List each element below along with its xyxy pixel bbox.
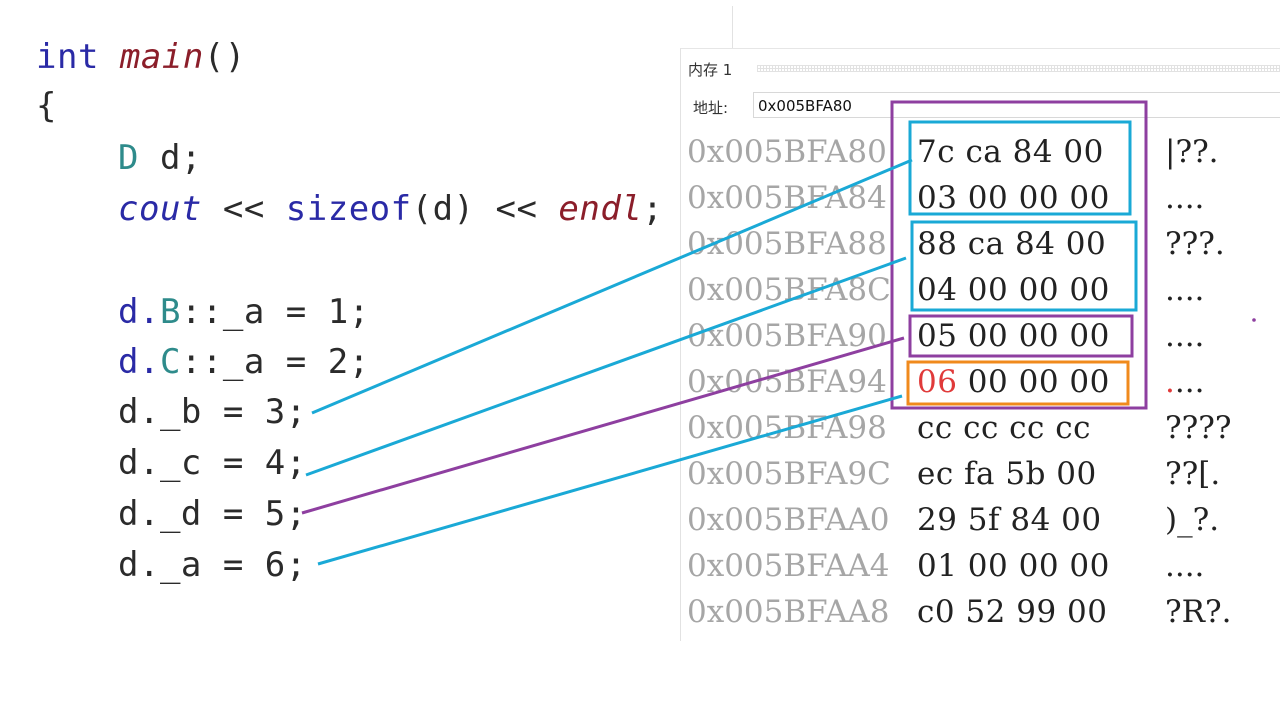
memory-bytes[interactable]: 01 00 00 00 bbox=[917, 548, 1110, 584]
memory-address: 0x005BFAA8 bbox=[687, 594, 890, 630]
address-label: 地址: bbox=[693, 99, 729, 117]
code-line-assign-a: d._a = 6; bbox=[118, 545, 307, 585]
memory-bytes[interactable]: 04 00 00 00 bbox=[917, 272, 1110, 308]
memory-row: 0x005BFAA8 c0 52 99 00 ?R?. bbox=[681, 589, 1280, 635]
code-line-declare-d: D d; bbox=[118, 138, 202, 178]
memory-ascii: )_?. bbox=[1165, 502, 1220, 538]
memory-row: 0x005BFA8C 04 00 00 00 .... bbox=[681, 267, 1280, 313]
code-line-cout-sizeof: cout << sizeof(d) << endl; bbox=[118, 189, 664, 229]
memory-ascii: .... bbox=[1165, 318, 1205, 354]
memory-row: 0x005BFA84 03 00 00 00 .... bbox=[681, 175, 1280, 221]
memory-ascii: ???. bbox=[1165, 226, 1225, 262]
memory-address: 0x005BFA80 bbox=[687, 134, 887, 170]
address-input[interactable]: 0x005BFA80 bbox=[753, 92, 1280, 118]
memory-window: 内存 1 地址: 0x005BFA80 0x005BFA80 7c ca 84 … bbox=[680, 48, 1280, 641]
memory-address: 0x005BFA88 bbox=[687, 226, 887, 262]
memory-ascii: .... bbox=[1165, 180, 1205, 216]
memory-ascii: .... bbox=[1165, 364, 1205, 400]
memory-bytes[interactable]: cc cc cc cc bbox=[917, 410, 1091, 446]
memory-bytes[interactable]: 06 00 00 00 bbox=[917, 364, 1110, 400]
memory-bytes[interactable]: ec fa 5b 00 bbox=[917, 456, 1097, 492]
memory-address: 0x005BFA9C bbox=[687, 456, 891, 492]
memory-row: 0x005BFA90 05 00 00 00 .... bbox=[681, 313, 1280, 359]
memory-row: 0x005BFA80 7c ca 84 00 |??. bbox=[681, 129, 1280, 175]
memory-ascii: ???? bbox=[1165, 410, 1232, 446]
memory-ascii: ?R?. bbox=[1165, 594, 1232, 630]
memory-row: 0x005BFA94 06 00 00 00 .... bbox=[681, 359, 1280, 405]
changed-char: . bbox=[1165, 364, 1175, 400]
code-line-assign-c-a: d.C::_a = 2; bbox=[118, 342, 370, 382]
memory-address: 0x005BFAA4 bbox=[687, 548, 890, 584]
memory-bytes[interactable]: 05 00 00 00 bbox=[917, 318, 1110, 354]
pane-divider bbox=[732, 6, 733, 48]
memory-row: 0x005BFAA0 29 5f 84 00 )_?. bbox=[681, 497, 1280, 543]
memory-bytes[interactable]: 88 ca 84 00 bbox=[917, 226, 1107, 262]
memory-title-bar[interactable]: 内存 1 bbox=[681, 57, 1280, 79]
memory-ascii: .... bbox=[1165, 272, 1205, 308]
memory-address: 0x005BFA84 bbox=[687, 180, 887, 216]
memory-ascii: .... bbox=[1165, 548, 1205, 584]
memory-address: 0x005BFA90 bbox=[687, 318, 887, 354]
memory-bytes[interactable]: 7c ca 84 00 bbox=[917, 134, 1104, 170]
code-line-main-signature: int main() bbox=[36, 37, 246, 77]
changed-byte: 06 bbox=[917, 364, 958, 400]
memory-address: 0x005BFAA0 bbox=[687, 502, 890, 538]
code-line-open-brace: { bbox=[36, 86, 57, 126]
code-line-assign-b-a: d.B::_a = 1; bbox=[118, 292, 370, 332]
memory-bytes[interactable]: 03 00 00 00 bbox=[917, 180, 1110, 216]
memory-ascii: |??. bbox=[1165, 134, 1219, 170]
code-line-assign-b: d._b = 3; bbox=[118, 392, 307, 432]
memory-bytes[interactable]: 29 5f 84 00 bbox=[917, 502, 1102, 538]
memory-address: 0x005BFA94 bbox=[687, 364, 887, 400]
memory-address: 0x005BFA8C bbox=[687, 272, 891, 308]
memory-address: 0x005BFA98 bbox=[687, 410, 887, 446]
memory-bytes[interactable]: c0 52 99 00 bbox=[917, 594, 1108, 630]
memory-row: 0x005BFA9C ec fa 5b 00 ??[. bbox=[681, 451, 1280, 497]
drag-grip-icon[interactable] bbox=[757, 65, 1280, 72]
memory-row: 0x005BFA98 cc cc cc cc ???? bbox=[681, 405, 1280, 451]
memory-row: 0x005BFAA4 01 00 00 00 .... bbox=[681, 543, 1280, 589]
memory-title: 内存 1 bbox=[688, 61, 733, 79]
memory-row: 0x005BFA88 88 ca 84 00 ???. bbox=[681, 221, 1280, 267]
code-line-assign-c: d._c = 4; bbox=[118, 443, 307, 483]
code-editor: int main() { D d; cout << sizeof(d) << e… bbox=[36, 37, 664, 585]
code-line-assign-d: d._d = 5; bbox=[118, 494, 307, 534]
memory-ascii: ??[. bbox=[1165, 456, 1221, 492]
